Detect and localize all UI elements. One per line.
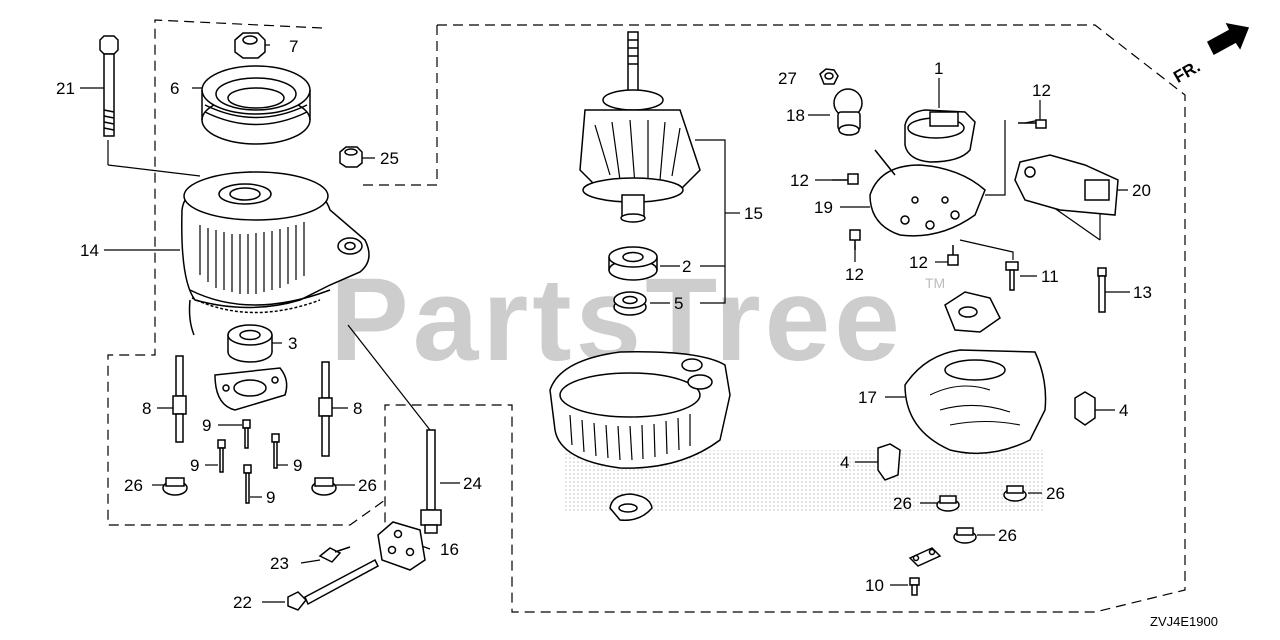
washer-plate[interactable] [609,493,653,521]
diagram-code: ZVJ4E1900 [1150,614,1218,629]
callout-26-left-a[interactable]: 26 [124,476,143,495]
callout-6[interactable]: 6 [170,79,179,98]
callout-12-bottom-b[interactable]: 12 [909,253,928,272]
screw-part-12-bottom-a[interactable] [849,229,861,250]
terminal-plate[interactable] [908,547,942,567]
bolt-part-23[interactable] [318,546,351,563]
callout-27[interactable]: 27 [778,69,797,88]
callout-26-right-b[interactable]: 26 [1046,484,1065,503]
brush-cover-small[interactable] [944,291,1001,333]
group-boundary-right [384,24,1186,613]
trademark: TM [925,275,945,291]
callout-21[interactable]: 21 [56,79,75,98]
callout-26-left-b[interactable]: 26 [358,476,377,495]
nut-part-26-left-a[interactable] [162,477,188,496]
alternator-housing-part-14[interactable] [181,171,370,336]
callout-9-c[interactable]: 9 [293,456,302,475]
nut-part-25[interactable] [339,146,363,168]
nut-part-27[interactable] [819,68,839,85]
rear-end-frame[interactable] [549,351,731,469]
callout-25[interactable]: 25 [380,149,399,168]
callout-4-left[interactable]: 4 [840,453,849,472]
callout-12-bottom-a[interactable]: 12 [845,265,864,284]
callout-23[interactable]: 23 [270,554,289,573]
callout-20[interactable]: 20 [1132,181,1151,200]
screw-part-13[interactable] [1097,267,1107,313]
callout-26-right-c[interactable]: 26 [998,526,1017,545]
rotor-part-15[interactable] [579,31,701,223]
rectifier-part-19[interactable] [869,149,986,237]
screw-part-12-top[interactable] [1018,119,1047,129]
pulley-part-6[interactable] [201,65,311,145]
callout-13[interactable]: 13 [1133,283,1152,302]
callout-2[interactable]: 2 [682,257,691,276]
screw-part-12-mid[interactable] [832,173,859,185]
callout-17[interactable]: 17 [858,388,877,407]
screw-part-12-bottom-b[interactable] [947,245,959,266]
screw-part-9-b[interactable] [217,439,226,473]
rear-cover-part-17[interactable] [904,349,1047,455]
callout-18[interactable]: 18 [786,106,805,125]
screw-part-11[interactable] [1005,261,1019,291]
callout-5[interactable]: 5 [674,294,683,313]
callout-16[interactable]: 16 [440,540,459,559]
callout-26-right-a[interactable]: 26 [893,494,912,513]
bearing-part-3[interactable] [227,324,273,363]
callout-24[interactable]: 24 [463,474,482,493]
callout-8-right[interactable]: 8 [353,399,362,418]
stud-part-8-left[interactable] [172,355,187,443]
callout-22[interactable]: 22 [233,593,252,612]
callout-12-top[interactable]: 12 [1032,81,1051,100]
insulator-part-4-right[interactable] [1074,391,1096,426]
stud-part-8-right[interactable] [318,361,333,457]
callout-15[interactable]: 15 [744,204,763,223]
brush-holder-part-20[interactable] [1014,154,1119,216]
group-boundary-left [107,19,386,526]
gasket-plate[interactable] [214,367,288,411]
nut-part-26-right-a[interactable] [936,495,960,512]
callout-9-b[interactable]: 9 [190,456,199,475]
bearing-part-2[interactable] [608,246,658,281]
screw-part-10[interactable] [909,577,920,596]
front-direction-arrow [1207,22,1250,56]
callout-1[interactable]: 1 [934,59,943,78]
callout-4-right[interactable]: 4 [1119,401,1128,420]
regulator-part-1[interactable] [904,109,976,163]
callout-3[interactable]: 3 [288,334,297,353]
screw-part-9-c[interactable] [271,433,280,469]
bolt-part-22[interactable] [287,558,379,611]
callout-10[interactable]: 10 [865,576,884,595]
nut-part-26-right-b[interactable] [1003,485,1027,502]
insulator-part-4-left[interactable] [877,443,901,481]
callout-12-mid[interactable]: 12 [790,171,809,190]
screw-part-9-d[interactable] [243,464,252,504]
callout-19[interactable]: 19 [814,198,833,217]
collar-part-5[interactable] [613,291,647,316]
bracket-part-16[interactable] [377,521,426,571]
bolt-part-21[interactable] [99,35,119,137]
screw-part-9-a[interactable] [242,419,251,449]
callout-9-d[interactable]: 9 [266,488,275,507]
callout-9-a[interactable]: 9 [202,416,211,435]
callout-7[interactable]: 7 [289,37,298,56]
callout-8-left[interactable]: 8 [142,399,151,418]
nut-part-26-right-c[interactable] [953,527,977,544]
callout-11[interactable]: 11 [1041,267,1059,286]
terminal-part-18[interactable] [833,88,863,136]
front-direction-label: FR. [1170,57,1203,87]
nut-part-26-left-b[interactable] [311,477,337,496]
nut-part-7[interactable] [234,32,266,59]
stud-part-24[interactable] [420,429,442,534]
group-boundary-center [360,25,438,186]
callout-14[interactable]: 14 [80,241,99,260]
